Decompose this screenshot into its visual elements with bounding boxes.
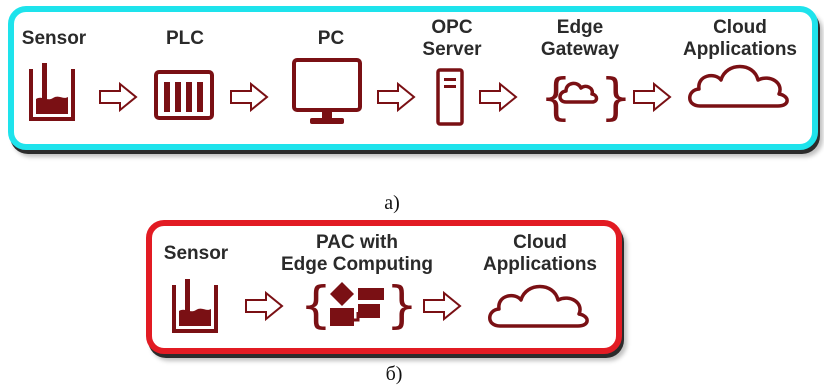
svg-text:{: { <box>540 68 572 126</box>
caption-a: а) <box>384 192 400 214</box>
node-label-edge-gateway: Edge Gateway <box>540 17 620 60</box>
node-label-cloud-applications-b: Cloud Applications <box>482 232 597 275</box>
server-tower-icon <box>436 68 464 126</box>
node-label-opc-server: OPC Server <box>422 17 482 60</box>
arrow-b2-icon <box>423 292 461 320</box>
node-label-cloud-applications: Cloud Applications <box>682 17 797 60</box>
caption-b: б) <box>385 363 403 385</box>
svg-text:}: } <box>600 68 632 126</box>
arrow-5-icon <box>633 83 671 111</box>
arrow-b1-icon <box>245 292 283 320</box>
plc-module-icon <box>154 70 214 120</box>
svg-text:}: } <box>386 276 418 334</box>
sensor-tank-icon <box>29 63 75 121</box>
node-label-sensor-b: Sensor <box>163 243 229 264</box>
node-label-pac-edge: PAC with Edge Computing <box>281 232 433 275</box>
svg-text:{: { <box>300 276 332 334</box>
arrow-4-icon <box>479 83 517 111</box>
sensor-tank-icon-b <box>172 279 218 333</box>
cloud-icon-b <box>488 284 589 328</box>
arrow-3-icon <box>377 83 415 111</box>
monitor-icon <box>292 58 362 124</box>
node-label-plc: PLC <box>166 28 204 49</box>
braces-shapes-icon: { } <box>300 276 418 334</box>
diagram-a-panel <box>8 6 818 150</box>
node-label-pc: PC <box>317 28 345 49</box>
arrow-2-icon <box>230 83 268 111</box>
node-label-sensor: Sensor <box>21 28 87 49</box>
braces-cloud-icon: { } <box>540 68 632 126</box>
cloud-icon <box>688 64 789 108</box>
arrow-1-icon <box>99 83 137 111</box>
